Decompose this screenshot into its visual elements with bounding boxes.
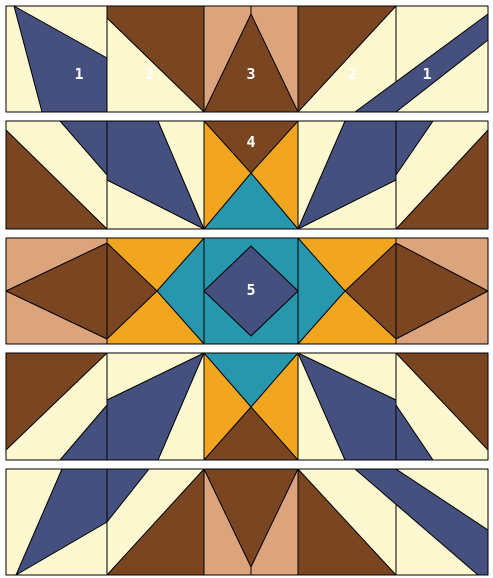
piece-label-2-left: 2 xyxy=(145,65,154,83)
piece-label-3: 3 xyxy=(246,65,255,83)
piece-label-1-left: 1 xyxy=(74,65,83,83)
piece-label-4: 4 xyxy=(246,133,255,151)
piece-label-2-right: 2 xyxy=(347,65,356,83)
piece-label-1-right: 1 xyxy=(422,65,431,83)
piece-label-5: 5 xyxy=(246,281,255,299)
